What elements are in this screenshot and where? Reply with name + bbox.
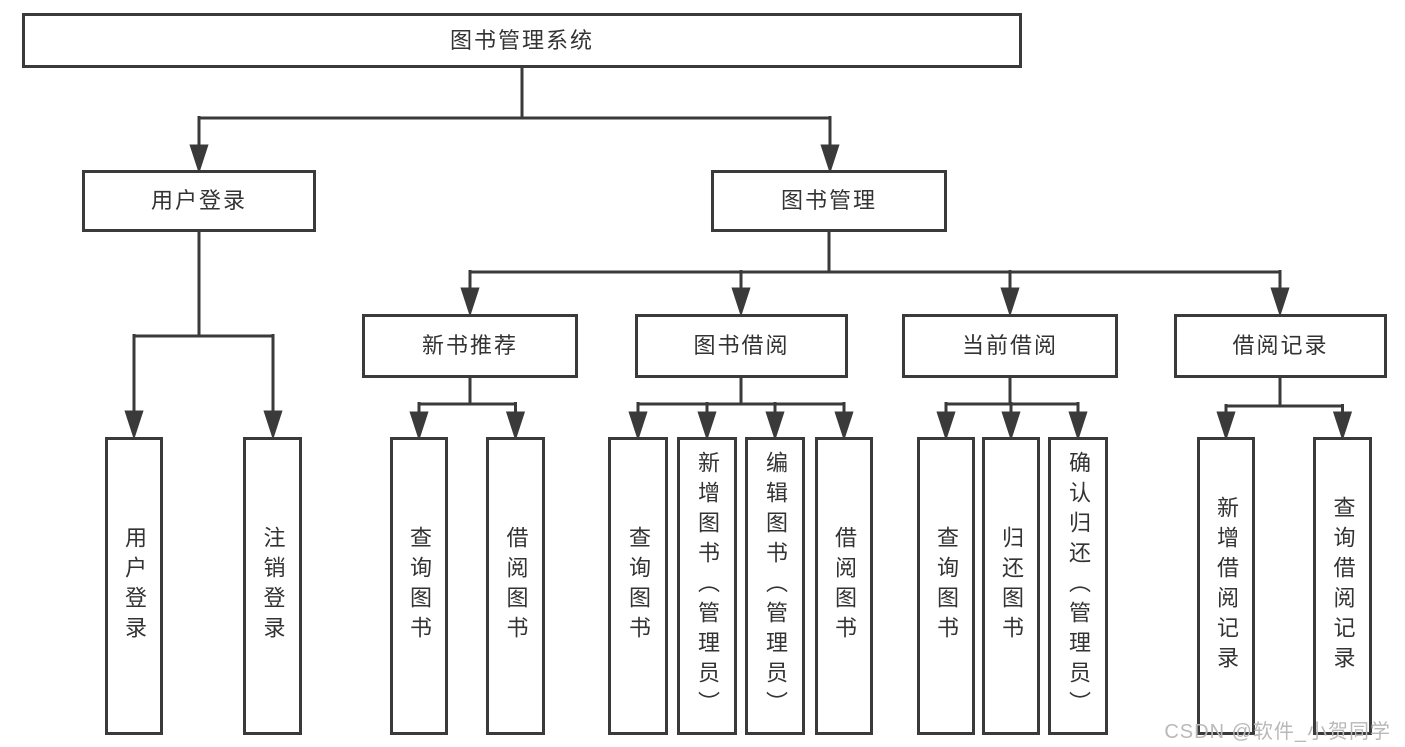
arrowhead — [1332, 411, 1353, 441]
connector-book-borrow-branch — [628, 378, 854, 441]
arrowhead — [936, 411, 956, 441]
node-new-book-recommend: 新书推荐 — [362, 314, 578, 378]
node-book-management: 图书管理 — [711, 170, 947, 232]
arrowhead — [409, 411, 429, 441]
leaf-edit-book-admin: 编辑图书（管理员） — [745, 437, 805, 735]
arrowhead — [1270, 287, 1290, 317]
connector-borrow-records-branch — [1216, 378, 1353, 441]
arrowhead — [124, 410, 144, 440]
connector-new-book-recommend-branch — [409, 378, 526, 441]
node-root: 图书管理系统 — [22, 13, 1022, 68]
arrowhead — [1068, 411, 1088, 441]
leaf-add-book-admin: 新增图书（管理员） — [677, 437, 737, 735]
node-user-login: 用户登录 — [82, 170, 316, 232]
csdn-watermark: CSDN @软件_小贺同学 — [1164, 721, 1391, 743]
node-book-borrow: 图书借阅 — [635, 314, 848, 378]
arrowhead — [263, 410, 283, 440]
leaf-query-books-recommend: 查询图书 — [390, 437, 448, 735]
leaf-query-books-current: 查询图书 — [917, 437, 975, 735]
arrowhead — [1001, 411, 1021, 441]
connector-root-to-level1 — [189, 68, 840, 174]
connector-current-borrow-branch — [936, 378, 1088, 441]
arrowhead — [189, 144, 209, 174]
node-borrow-records: 借阅记录 — [1174, 314, 1387, 378]
node-current-borrow: 当前借阅 — [902, 314, 1118, 378]
arrowhead — [697, 411, 717, 441]
leaf-return-book: 归还图书 — [982, 437, 1040, 735]
arrowhead — [505, 411, 526, 441]
arrowhead — [765, 411, 785, 441]
arrowhead — [1000, 287, 1020, 317]
arrowhead — [820, 144, 840, 174]
arrowhead — [731, 287, 751, 317]
leaf-query-borrow-record: 查询借阅记录 — [1313, 437, 1372, 735]
leaf-logout: 注销登录 — [243, 437, 302, 735]
arrowhead — [628, 411, 648, 441]
arrowhead — [1216, 411, 1236, 441]
connector-user-login-branch — [124, 232, 283, 440]
leaf-borrow-books-recommend: 借阅图书 — [486, 437, 545, 735]
leaf-query-books-borrow: 查询图书 — [608, 437, 668, 735]
leaf-user-login: 用户登录 — [105, 437, 163, 735]
leaf-confirm-return-admin: 确认归还（管理员） — [1048, 437, 1108, 735]
connector-book-management-to-level2 — [460, 232, 1290, 317]
arrowhead — [460, 287, 480, 317]
arrowhead — [834, 411, 854, 441]
leaf-add-borrow-record: 新增借阅记录 — [1197, 437, 1255, 735]
leaf-borrow-books: 借阅图书 — [815, 437, 873, 735]
